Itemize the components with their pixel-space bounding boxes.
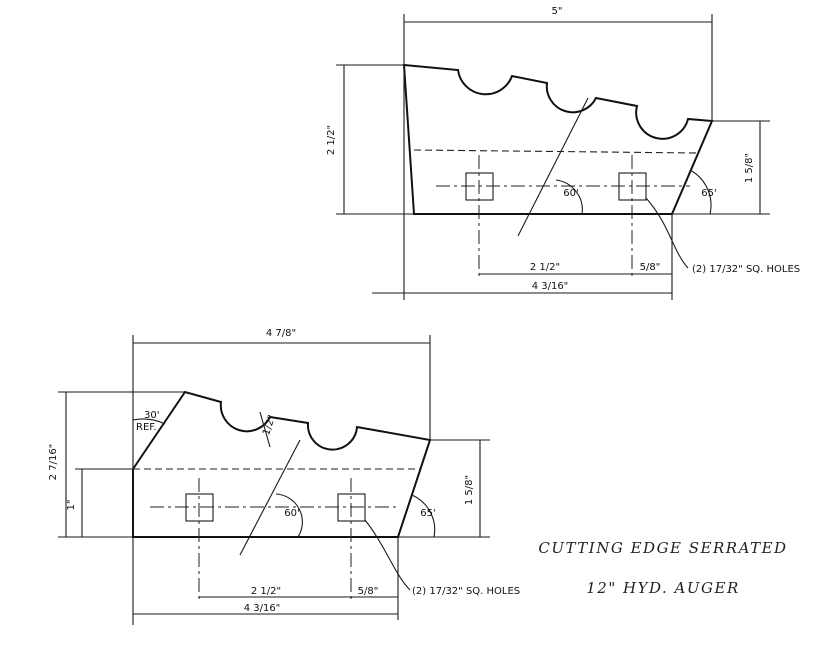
upper-hole-note: (2) 17/32" SQ. HOLES (692, 264, 800, 275)
upper-hole-offset-label: 5/8" (640, 262, 661, 273)
lower-angle-left-label: 60' (284, 508, 299, 519)
lower-60-line (239, 439, 301, 556)
upper-edge-label: 4 3/16" (532, 281, 569, 292)
lower-edge-label: 4 3/16" (244, 603, 281, 614)
upper-part-drawing (336, 14, 770, 300)
lower-65-arc (411, 494, 436, 538)
lower-hole-note: (2) 17/32" SQ. HOLES (412, 586, 520, 597)
lower-right-height-label: 1 5/8" (464, 475, 475, 505)
title-line-2: 12" HYD. AUGER (586, 579, 739, 597)
lower-width-label: 4 7/8" (266, 328, 296, 339)
lower-left-height-label: 1" (66, 500, 77, 511)
upper-65-arc (689, 169, 712, 215)
title-line-1: CUTTING EDGE SERRATED (538, 539, 787, 557)
upper-60-arc (555, 179, 583, 215)
upper-angle-right-label: 65' (701, 188, 716, 199)
lower-notch-radius-line (259, 411, 271, 448)
lower-ref-label: REF. (136, 422, 157, 433)
lower-notch-radius-label: 1/2" (261, 414, 278, 437)
lower-hole-offset-label: 5/8" (358, 586, 379, 597)
lower-angle-right-label: 65' (420, 508, 435, 519)
upper-60-line (517, 97, 589, 237)
upper-angle-left-label: 60' (563, 188, 578, 199)
upper-part-outline (402, 63, 714, 215)
upper-width-label: 5" (552, 6, 563, 17)
lower-hole-spacing-label: 2 1/2" (251, 586, 281, 597)
upper-height-label: 2 1/2" (326, 125, 337, 155)
upper-right-height-label: 1 5/8" (744, 153, 755, 183)
lower-hole-leader (364, 519, 411, 591)
lower-height-label: 2 7/16" (48, 444, 59, 481)
lower-30-arc (132, 418, 166, 425)
upper-hole-spacing-label: 2 1/2" (530, 262, 560, 273)
upper-hidden-line (413, 149, 699, 154)
lower-part-outline (132, 390, 432, 538)
upper-hole-leader (645, 197, 689, 269)
lower-ref-angle-label: 30' (144, 410, 159, 421)
lower-60-arc (275, 493, 303, 538)
lower-part-drawing (58, 335, 490, 625)
